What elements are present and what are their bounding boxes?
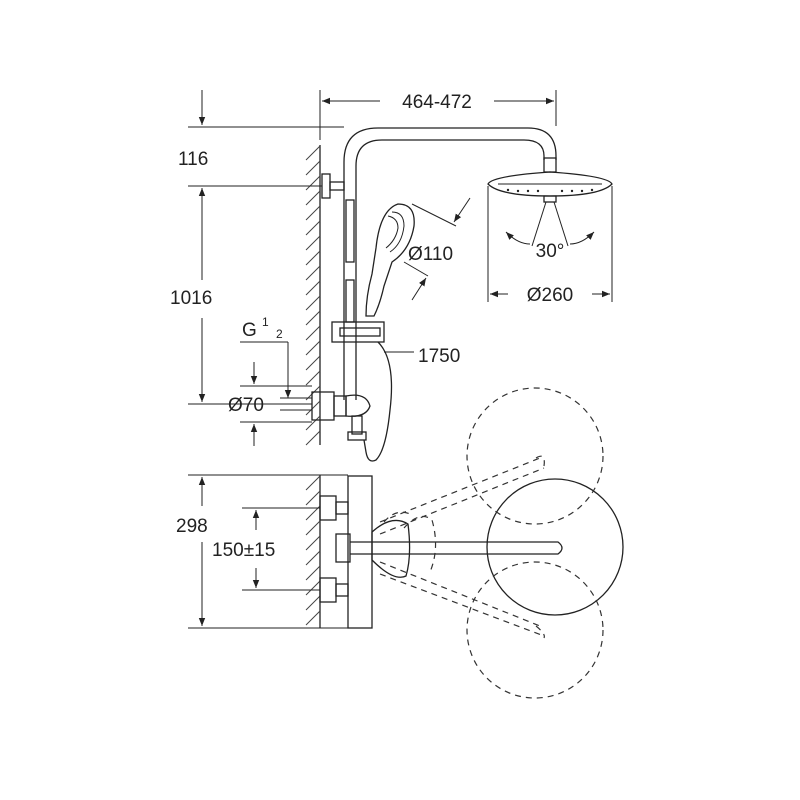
rosette-diameter-label: Ø70 [228,395,264,416]
vertical-dimensions: 116 1016 [170,90,344,405]
head-shower-plan [379,387,624,699]
hand-shower-diameter-label: Ø110 [408,244,453,265]
plan-depth-label: 298 [176,516,208,537]
angle-dimension: 30° [505,231,595,262]
riser-pipe [321,127,557,400]
arm-length-label: 464-472 [402,92,472,113]
shower-hose [363,341,393,462]
hose-length-label: 1750 [418,346,460,367]
head-angle-label: 30° [536,241,565,262]
slider-holder [331,321,414,353]
rail-height-label: 1016 [170,288,212,309]
plan-arm [350,541,563,555]
connection-dimensions: G 1 2 Ø70 [228,315,312,446]
head-shower-dimension: Ø260 [487,186,613,306]
head-shower [487,157,613,247]
head-shower-diameter-label: Ø260 [527,285,573,306]
thread-denominator: 2 [276,327,283,341]
plan-connections [319,475,373,629]
wall-elevation [305,145,321,446]
hand-shower-dimension: Ø110 [403,197,471,301]
hand-shower-plan [371,511,437,578]
connection-spacing-label: 150±15 [212,540,275,561]
wall-connection [311,391,371,441]
top-offset-label: 116 [178,149,208,170]
thread-numerator: 1 [262,315,269,329]
wall-plan [305,475,321,628]
arm-length-dimension: 464-472 [319,90,557,140]
thread-label: G [242,320,257,341]
hand-shower [365,203,415,317]
plan-dimensions: 298 150±15 [176,474,348,629]
